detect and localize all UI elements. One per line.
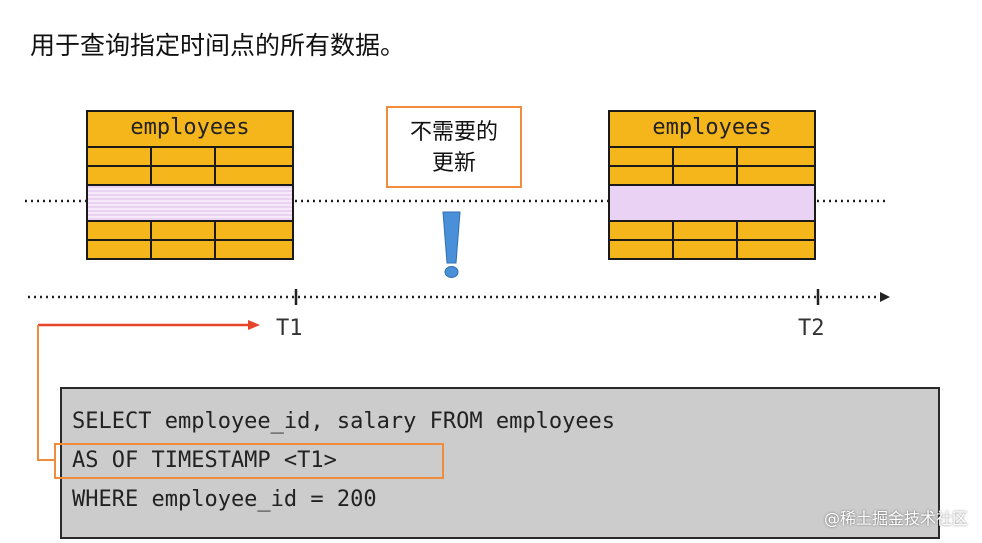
sql-code-box: SELECT employee_id, salary FROM employee… [60, 387, 940, 539]
employees-table-t2: employees [608, 110, 816, 260]
note-line-1: 不需要的 [409, 120, 498, 145]
table-title: employees [88, 112, 292, 148]
sql-highlight-frame [54, 443, 444, 479]
highlighted-row [610, 186, 814, 222]
note-line-2: 更新 [431, 151, 476, 176]
table-row [610, 241, 814, 258]
table-row [88, 222, 292, 241]
page-heading: 用于查询指定时间点的所有数据。 [30, 31, 406, 60]
employees-table-t1: employees [86, 110, 294, 260]
table-row [88, 241, 292, 258]
sql-connector [37, 325, 54, 461]
table-row [610, 222, 814, 241]
timeline-arrowhead [880, 292, 890, 302]
t2-label: T2 [798, 316, 825, 341]
sql-line-where: WHERE employee_id = 200 [72, 487, 377, 512]
table-row [88, 167, 292, 186]
sql-line-as-of: AS OF TIMESTAMP <T1> [72, 448, 337, 473]
table-title: employees [610, 112, 814, 148]
table-row [610, 148, 814, 167]
table-row [610, 167, 814, 186]
t1-label: T1 [276, 316, 303, 341]
highlighted-row [88, 186, 292, 222]
unwanted-update-note: 不需要的 更新 [386, 106, 522, 188]
pointer-arrowhead [248, 320, 260, 330]
table-row [88, 148, 292, 167]
exclamation-icon [442, 211, 461, 278]
sql-line-select: SELECT employee_id, salary FROM employee… [72, 409, 616, 434]
watermark: @稀土掘金技术社区 [823, 509, 968, 528]
